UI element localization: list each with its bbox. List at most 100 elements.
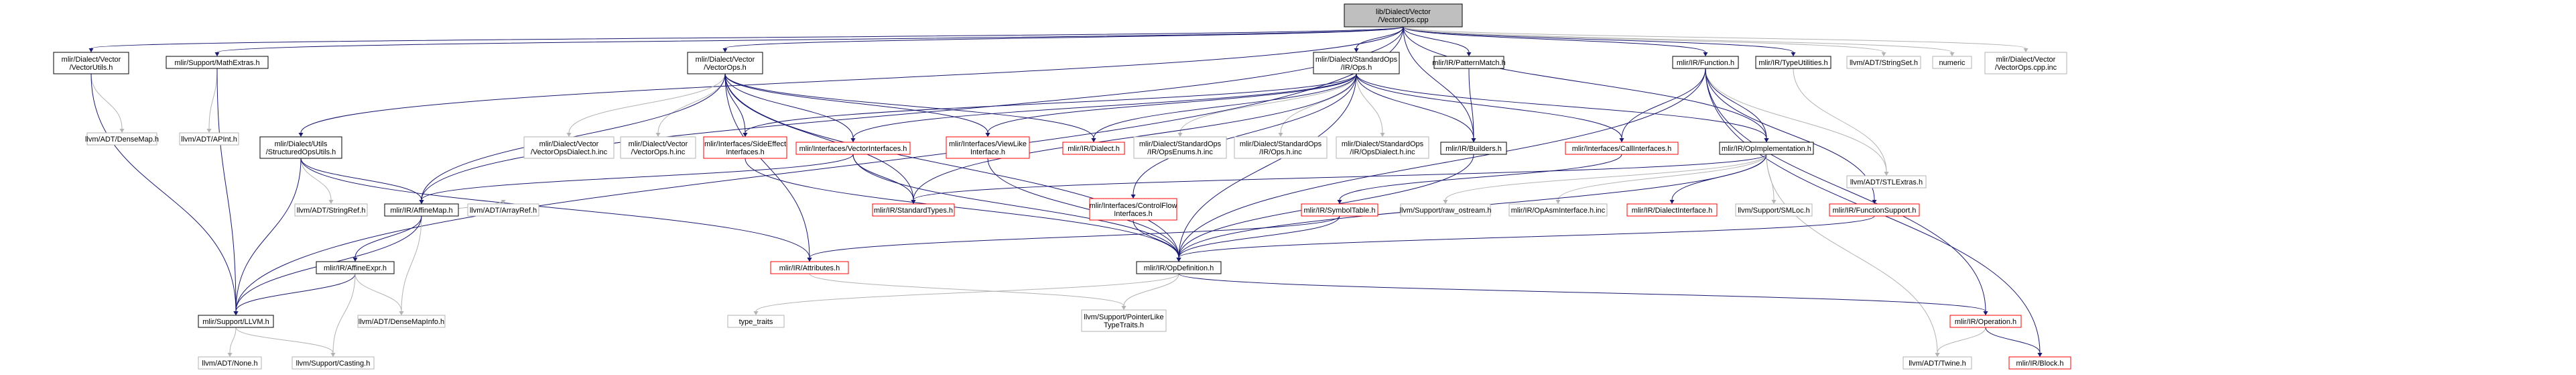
edge-arrowhead bbox=[1177, 133, 1183, 137]
node-box bbox=[1846, 175, 1927, 189]
graph-node-apint: llvm/ADT/APInt.h bbox=[179, 132, 239, 146]
graph-node-mathext[interactable]: mlir/Support/MathExtras.h bbox=[166, 56, 269, 69]
edge-opdef-to-operation bbox=[1178, 273, 1986, 312]
graph-node-funcsupport[interactable]: mlir/IR/FunctionSupport.h bbox=[1829, 203, 1920, 217]
edge-vops-to-stdtypes bbox=[724, 73, 914, 201]
graph-node-dialect[interactable]: mlir/IR/Dialect.h bbox=[1062, 142, 1125, 155]
edge-root-to-typeutil bbox=[1403, 26, 1794, 53]
node-label: mlir/IR/Builders.h bbox=[1445, 145, 1502, 153]
graph-node-root[interactable]: lib/Dialect/Vector/VectorOps.cpp bbox=[1344, 3, 1463, 28]
node-label: llvm/ADT/Twine.h bbox=[1909, 360, 1966, 368]
graph-node-patmatch[interactable]: mlir/IR/PatternMatch.h bbox=[1432, 56, 1506, 69]
graph-node-dialectif[interactable]: mlir/IR/DialectInterface.h bbox=[1626, 203, 1718, 217]
edge-sopsutils-to-stringref bbox=[300, 158, 332, 201]
node-label: llvm/Support/PointerLike bbox=[1084, 313, 1163, 321]
node-box bbox=[1089, 198, 1177, 221]
node-box bbox=[703, 136, 787, 159]
edge-llvmh-to-none bbox=[229, 327, 237, 354]
node-box bbox=[294, 203, 368, 217]
node-label: mlir/Dialect/Vector bbox=[696, 56, 755, 64]
edge-function-to-operation bbox=[1705, 68, 1986, 312]
node-box bbox=[1508, 203, 1608, 217]
edge-stdops-to-opsdialect bbox=[1356, 73, 1383, 133]
graph-node-attributes[interactable]: mlir/IR/Attributes.h bbox=[770, 261, 849, 274]
edge-arrowhead bbox=[352, 258, 358, 262]
node-box bbox=[1949, 315, 2022, 328]
node-label: mlir/Dialect/StandardOps bbox=[1342, 140, 1424, 148]
edge-vutils-to-llvmh bbox=[90, 73, 237, 312]
edge-arrowhead bbox=[399, 311, 404, 315]
graph-node-symtable[interactable]: mlir/IR/SymbolTable.h bbox=[1301, 203, 1378, 217]
edge-root-to-builders bbox=[1403, 26, 1474, 139]
graph-node-callif[interactable]: mlir/Interfaces/CallInterfaces.h bbox=[1565, 142, 1679, 155]
node-label: lib/Dialect/Vector bbox=[1376, 8, 1431, 16]
graph-node-vectorif[interactable]: mlir/Interfaces/VectorInterfaces.h bbox=[795, 142, 911, 155]
node-label: mlir/IR/Dialect.h bbox=[1068, 145, 1120, 153]
graph-node-stdops[interactable]: mlir/Dialect/StandardOps/IR/Ops.h bbox=[1313, 52, 1400, 74]
edge-sopsutils-to-llvmh bbox=[235, 158, 302, 312]
edge-arrowhead bbox=[1131, 195, 1136, 199]
edge-operation-to-twine bbox=[1937, 327, 1986, 354]
graph-node-vops[interactable]: mlir/Dialect/Vector/VectorOps.h bbox=[687, 52, 763, 74]
edge-opimpl-to-rawostream bbox=[1445, 154, 1767, 201]
node-label: mlir/IR/Function.h bbox=[1677, 59, 1734, 67]
graph-node-none: llvm/ADT/None.h bbox=[198, 356, 262, 370]
node-label: mlir/IR/DialectInterface.h bbox=[1632, 207, 1712, 215]
edge-arrowhead bbox=[1091, 138, 1096, 142]
edge-arrowhead bbox=[1337, 200, 1342, 204]
graph-node-block[interactable]: mlir/IR/Block.h bbox=[2008, 356, 2071, 370]
node-label: numeric bbox=[1939, 59, 1966, 67]
node-label: mlir/IR/StandardTypes.h bbox=[874, 207, 953, 215]
edge-function-to-callif bbox=[1621, 68, 1706, 139]
node-box bbox=[1755, 56, 1831, 69]
node-box bbox=[523, 136, 615, 159]
graph-node-affineexpr[interactable]: mlir/IR/AffineExpr.h bbox=[316, 261, 395, 274]
graph-node-function[interactable]: mlir/IR/Function.h bbox=[1672, 56, 1739, 69]
graph-node-opasmif: mlir/IR/OpAsmInterface.h.inc bbox=[1508, 203, 1608, 217]
node-box bbox=[2008, 356, 2071, 370]
graph-node-affinemap[interactable]: mlir/IR/AffineMap.h bbox=[384, 203, 459, 217]
edge-symtable-to-opdef bbox=[1178, 215, 1340, 258]
node-label: mlir/Dialect/StandardOps bbox=[1315, 56, 1398, 64]
node-label: /VectorOps.h.inc bbox=[631, 148, 686, 156]
node-box bbox=[620, 136, 696, 159]
node-label: mlir/Dialect/Vector bbox=[1996, 56, 2056, 64]
node-label: mlir/Interfaces/VectorInterfaces.h bbox=[799, 145, 907, 153]
node-box bbox=[1626, 203, 1718, 217]
graph-node-vutils[interactable]: mlir/Dialect/Vector/VectorUtils.h bbox=[53, 52, 129, 74]
graph-node-opimpl[interactable]: mlir/IR/OpImplementation.h bbox=[1719, 142, 1814, 155]
graph-node-llvmh[interactable]: mlir/Support/LLVM.h bbox=[198, 315, 274, 328]
edge-symtable-to-attributes bbox=[809, 215, 1340, 258]
edge-stdops-to-opimpl bbox=[1356, 73, 1767, 139]
graph-node-typeutil[interactable]: mlir/IR/TypeUtilities.h bbox=[1755, 56, 1831, 69]
node-label: mlir/Interfaces/SideEffect bbox=[704, 140, 786, 148]
node-box bbox=[179, 132, 239, 146]
node-label: llvm/ADT/ArrayRef.h bbox=[470, 207, 537, 215]
node-label: /StructuredOpsUtils.h bbox=[266, 148, 336, 156]
graph-node-opdef[interactable]: mlir/IR/OpDefinition.h bbox=[1136, 261, 1222, 274]
node-box bbox=[166, 56, 269, 69]
edge-function-to-stlextras bbox=[1705, 68, 1887, 172]
graph-node-vopscppinc: mlir/Dialect/Vector/VectorOps.cpp.inc bbox=[1984, 52, 2067, 74]
edge-root-to-sopsutils bbox=[300, 26, 1404, 133]
edge-root-to-patmatch bbox=[1403, 26, 1470, 53]
edge-vutils-to-densemap bbox=[90, 73, 123, 129]
graph-node-operation[interactable]: mlir/IR/Operation.h bbox=[1949, 315, 2022, 328]
node-box bbox=[1846, 56, 1921, 69]
graph-node-typetraits: type_traits bbox=[727, 315, 785, 328]
edge-root-to-llvmh bbox=[235, 26, 1404, 312]
graph-node-builders[interactable]: mlir/IR/Builders.h bbox=[1440, 142, 1507, 155]
graph-node-sopsutils[interactable]: mlir/Dialect/Utils/StructuredOpsUtils.h bbox=[259, 136, 342, 159]
edge-root-to-affinemap bbox=[421, 26, 1404, 201]
node-label: mlir/IR/Block.h bbox=[2016, 360, 2064, 368]
edge-arrowhead bbox=[1669, 200, 1675, 204]
edge-arrowhead bbox=[1884, 172, 1889, 176]
graph-node-stdtypes[interactable]: mlir/IR/StandardTypes.h bbox=[872, 203, 955, 217]
edge-cflow-to-opdef bbox=[1133, 219, 1179, 258]
edge-mathext-to-apint bbox=[208, 68, 218, 129]
edge-arrowhead bbox=[911, 200, 916, 204]
edge-stdops-to-opdef bbox=[1178, 73, 1357, 258]
